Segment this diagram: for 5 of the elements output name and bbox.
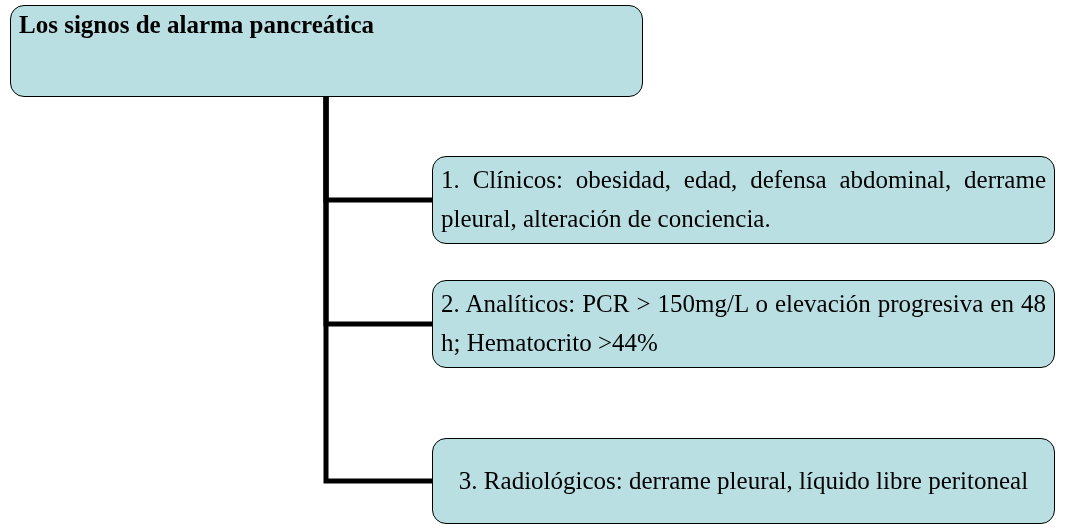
connector-line: [323, 97, 432, 484]
text-box: 2. Analíticos: PCR > 150mg/L o elevación progresiva en 48 h; Hematocrito >44%: [432, 280, 1055, 368]
text-box: 1. Clínicos: obesidad, edad, defensa abdominal, derrame pleural, alteración de conciencia.: [432, 156, 1055, 244]
text-box: 3. Radiológicos: derrame pleural, líquido libre peritoneal: [432, 438, 1055, 524]
text-box: Los signos de alarma pancreática: [10, 5, 643, 97]
